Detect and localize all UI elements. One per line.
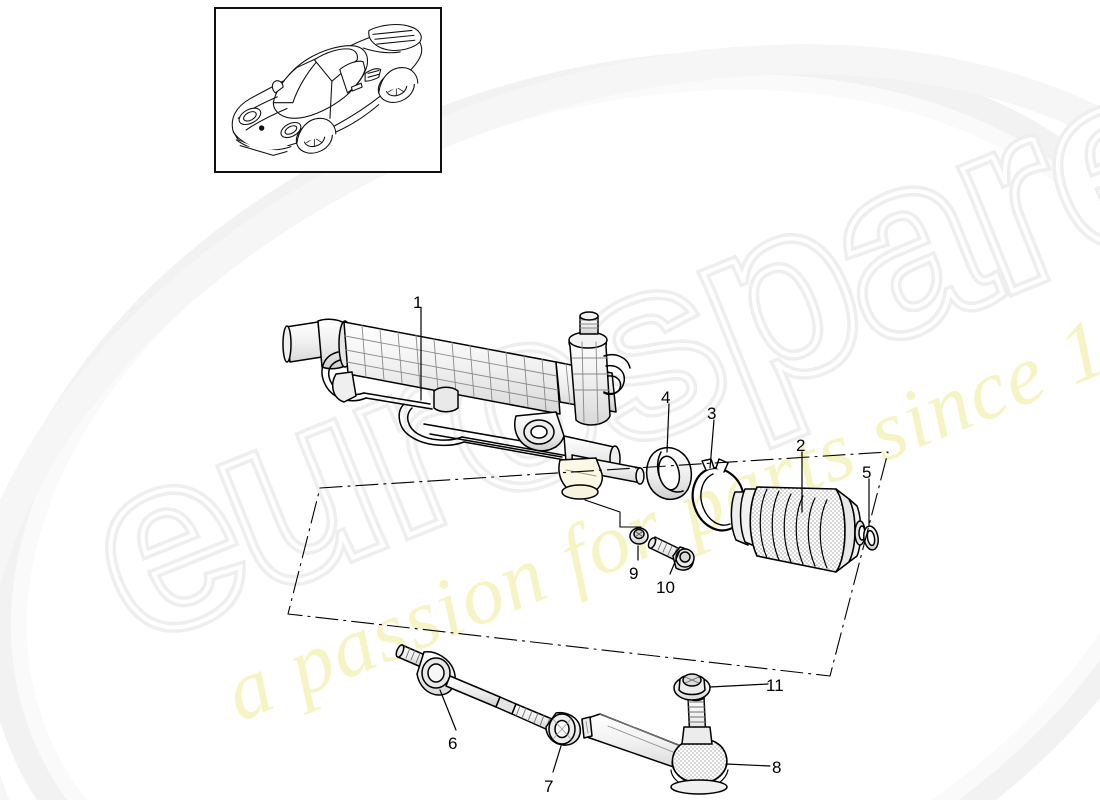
- callout-5: 5: [862, 463, 872, 482]
- part-washer-nut: [629, 527, 649, 545]
- part-inner-tie-rod: [395, 644, 553, 731]
- callout-leader-lines: [420, 307, 870, 773]
- callout-3: 3: [707, 404, 717, 423]
- part-bellows-boot: [730, 486, 866, 573]
- leader-11: [709, 683, 769, 688]
- leader-8: [725, 763, 771, 767]
- callout-7: 7: [544, 777, 554, 796]
- boot-mount-leader: [584, 499, 642, 528]
- leader-7: [552, 745, 562, 773]
- part-flange-nut: [673, 673, 711, 701]
- part-lock-nut: [545, 711, 582, 746]
- leader-6: [439, 689, 457, 731]
- leader-4: [666, 403, 670, 453]
- callout-4: 4: [661, 388, 671, 407]
- callout-1: 1: [413, 293, 423, 312]
- part-hex-flange-bolt: [647, 536, 695, 571]
- part-guide-bush-ring: [645, 446, 693, 501]
- callout-10: 10: [656, 578, 675, 597]
- assembly-grouping-boundary: [287, 451, 889, 677]
- callout-6: 6: [448, 734, 458, 753]
- vehicle-thumbnail-illustration: [231, 24, 423, 156]
- leader-10: [669, 549, 681, 575]
- part-steering-gear-assembly: [282, 311, 645, 500]
- callout-11: 11: [766, 676, 784, 695]
- callout-2: 2: [796, 436, 806, 455]
- callout-9: 9: [629, 564, 639, 583]
- callout-8: 8: [772, 758, 782, 777]
- leader-3: [709, 419, 715, 469]
- vehicle-thumbnail-box: [214, 7, 442, 173]
